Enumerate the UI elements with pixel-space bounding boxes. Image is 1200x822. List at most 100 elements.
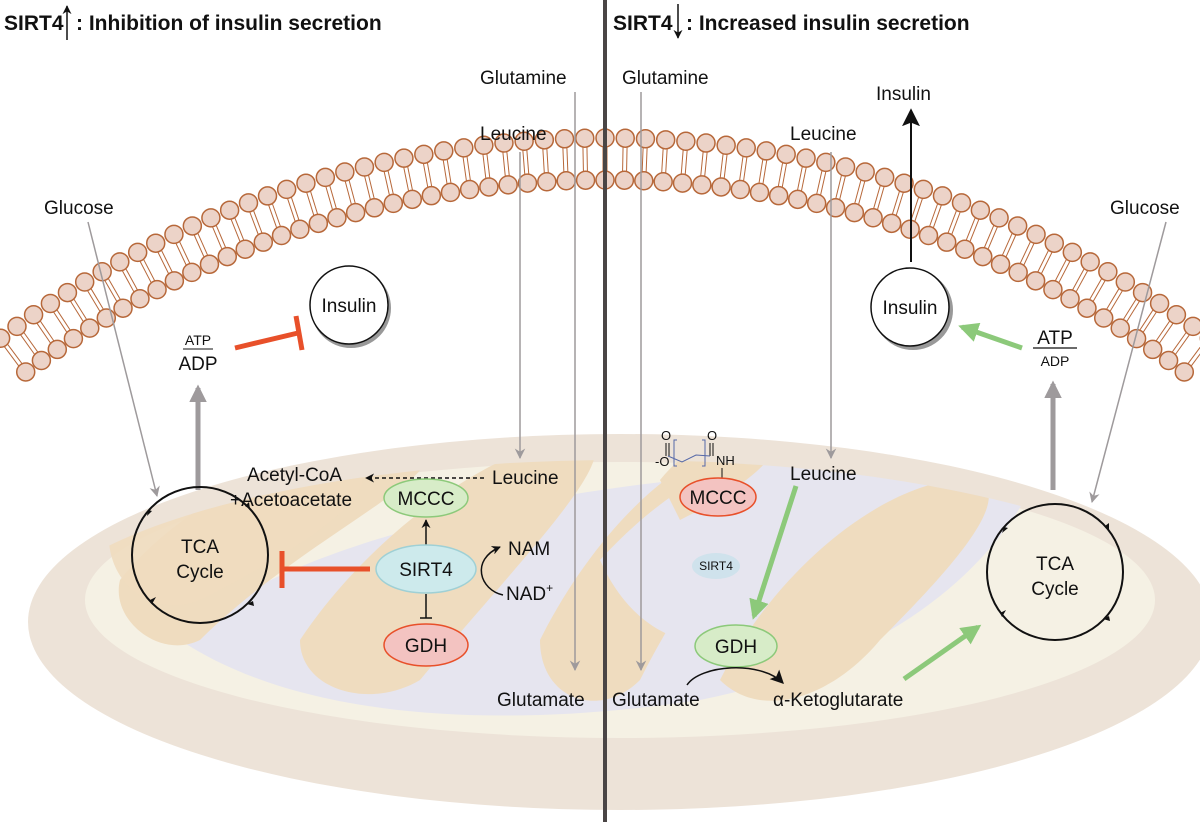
lipid-tail bbox=[39, 320, 55, 342]
lipid-head bbox=[1043, 279, 1063, 300]
crista bbox=[600, 460, 888, 643]
left-acetyl-coa-label: Acetyl-CoA bbox=[247, 465, 342, 486]
lipid-head bbox=[1025, 271, 1046, 291]
lipid-head bbox=[736, 138, 756, 158]
lipid-tail bbox=[951, 211, 961, 235]
mitochondrion bbox=[28, 434, 1200, 810]
lipid-head bbox=[913, 179, 934, 200]
lipid-head bbox=[534, 130, 555, 150]
lipid-tail bbox=[1054, 259, 1067, 281]
lipid-head bbox=[296, 173, 316, 193]
lipid-tail bbox=[661, 148, 664, 173]
lipid-head bbox=[1142, 339, 1163, 360]
right-insulin-granule: Insulin bbox=[870, 267, 953, 350]
lipid-head bbox=[881, 213, 902, 234]
lipid-tail bbox=[542, 148, 545, 173]
lipid-tail bbox=[230, 219, 241, 242]
lipid-head bbox=[537, 171, 557, 192]
left-acetoacetate-label: +Acetoacetate bbox=[230, 490, 352, 511]
lipid-tail bbox=[87, 290, 101, 312]
lipid-head bbox=[0, 328, 11, 349]
lipid-head bbox=[932, 186, 953, 206]
lipid-head bbox=[615, 128, 635, 148]
lipid-tail bbox=[522, 150, 526, 175]
lipid-tail bbox=[175, 243, 187, 266]
lipid-head bbox=[434, 141, 454, 161]
lipid-head bbox=[498, 175, 518, 195]
lipid-head bbox=[253, 232, 274, 252]
lipid-tail bbox=[1122, 298, 1137, 320]
right-glutamate-to-akg-arrow bbox=[686, 667, 784, 686]
lipid-tail bbox=[1142, 311, 1157, 333]
lipid-tail bbox=[502, 152, 506, 177]
left-title-text: : Inhibition of insulin secretion bbox=[76, 12, 382, 35]
lipid-head bbox=[1174, 362, 1195, 382]
lipid-tail bbox=[157, 251, 170, 274]
right-glucose-arrow bbox=[1089, 221, 1167, 504]
lipid-tail bbox=[442, 160, 448, 184]
lipid-head bbox=[990, 254, 1011, 275]
left-glucose-label: Glucose bbox=[44, 198, 114, 219]
lipid-head bbox=[756, 141, 776, 161]
lipid-tail bbox=[562, 147, 565, 172]
lipid-tail bbox=[143, 259, 156, 281]
lipid-head bbox=[554, 129, 575, 149]
lipid-head bbox=[614, 170, 635, 190]
lipid-head bbox=[271, 225, 292, 246]
left-sirt4-label: SIRT4 bbox=[399, 560, 453, 581]
lipid-tail bbox=[895, 192, 904, 216]
nad-superscript: + bbox=[546, 581, 553, 595]
lipid-head bbox=[1183, 316, 1200, 337]
lipid-head bbox=[145, 233, 166, 253]
lipid-tail bbox=[854, 180, 862, 204]
lipid-tail bbox=[704, 152, 708, 177]
lipid-head bbox=[57, 282, 78, 303]
lipid-head bbox=[696, 133, 716, 153]
lipid-tail bbox=[1005, 234, 1017, 258]
right-tca-line2: Cycle bbox=[1031, 579, 1079, 600]
lipid-tail bbox=[1159, 323, 1174, 344]
lipid-tail bbox=[23, 332, 39, 353]
lipid-head bbox=[374, 152, 394, 173]
lipid-head bbox=[806, 193, 827, 214]
lipid-tail bbox=[1139, 309, 1154, 331]
lipid-tail bbox=[1089, 278, 1103, 300]
lipid-tail bbox=[268, 204, 278, 228]
lipid-tail bbox=[797, 166, 803, 191]
nad-text: NAD bbox=[506, 584, 546, 605]
lipid-tail bbox=[739, 156, 744, 181]
lipid-head bbox=[199, 254, 220, 275]
right-akg-label: α-Ketoglutarate bbox=[773, 690, 903, 711]
lipid-head bbox=[327, 208, 347, 228]
lipid-tail bbox=[932, 204, 942, 228]
lipid-tail bbox=[929, 203, 939, 227]
left-glutamine-label: Glutamine bbox=[480, 68, 567, 89]
lipid-tail bbox=[1075, 270, 1089, 293]
lipid-tail bbox=[800, 167, 807, 192]
lipid-head bbox=[479, 177, 499, 197]
lipid-head bbox=[276, 179, 297, 200]
lipid-head bbox=[776, 144, 796, 165]
lipid-tail bbox=[684, 150, 688, 175]
right-insulin-secreted-label: Insulin bbox=[876, 84, 931, 105]
left-mccc-label: MCCC bbox=[398, 489, 455, 510]
right-mccc-node: MCCC bbox=[679, 477, 757, 517]
lipid-tail bbox=[781, 163, 788, 188]
lipid-tail bbox=[310, 191, 319, 215]
lipid-tail bbox=[446, 159, 452, 184]
lipid-head bbox=[634, 171, 654, 191]
lipid-tail bbox=[212, 226, 223, 250]
lipid-head bbox=[936, 232, 957, 252]
lipid-head bbox=[1044, 233, 1065, 253]
lipid-tail bbox=[758, 159, 764, 184]
right-tca-line1: TCA bbox=[1036, 554, 1074, 575]
left-tca-line1: TCA bbox=[181, 537, 219, 558]
lipid-head bbox=[164, 271, 185, 291]
lipid-tail bbox=[1058, 261, 1071, 283]
lipid-head bbox=[692, 175, 712, 195]
lipid-head bbox=[918, 225, 939, 246]
chem-o1: O bbox=[661, 428, 671, 443]
left-gdh-node: GDH bbox=[383, 623, 469, 667]
lipid-head bbox=[238, 193, 259, 213]
lipid-tail bbox=[839, 176, 846, 200]
